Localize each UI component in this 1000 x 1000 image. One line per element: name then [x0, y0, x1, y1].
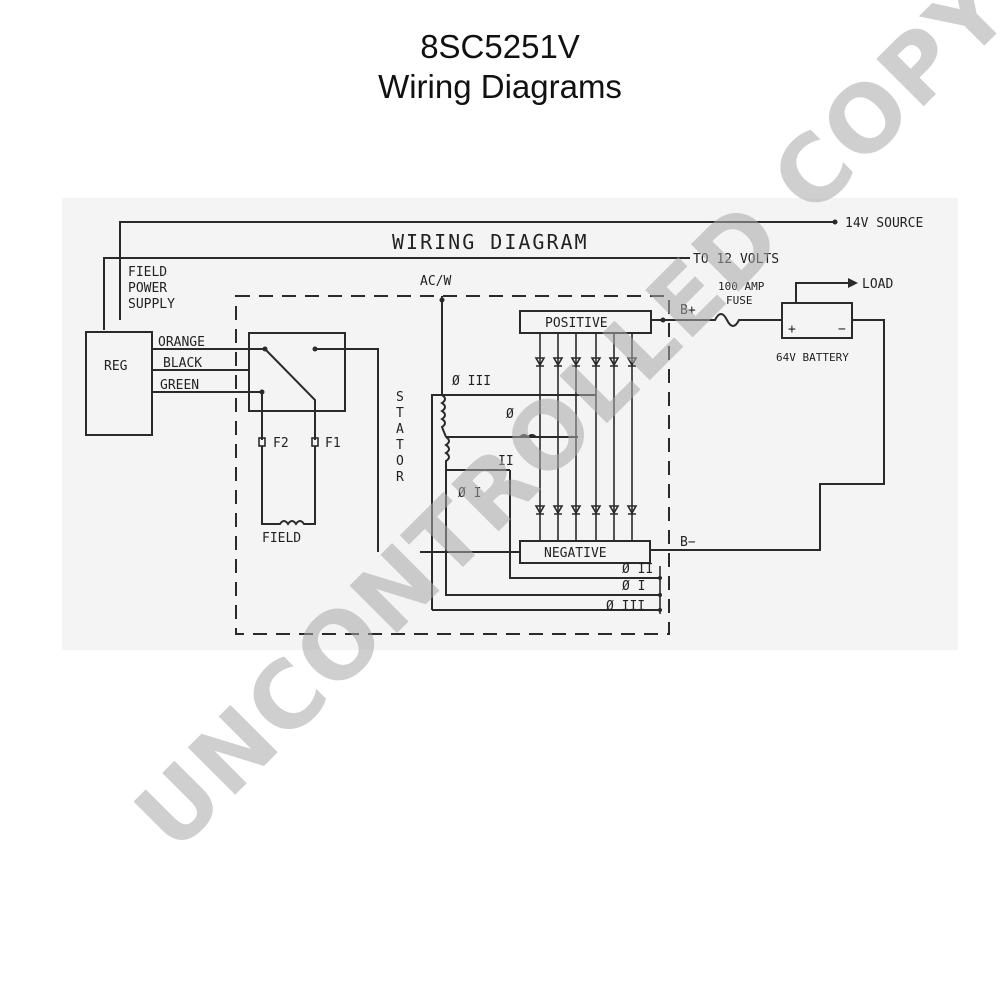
stator-winding — [431, 394, 560, 610]
diode-icon — [626, 357, 638, 367]
load-label: LOAD — [862, 277, 893, 292]
field-power-supply-label-2: POWER — [128, 281, 167, 296]
black-wire-label: BLACK — [163, 356, 202, 371]
diode-icon — [570, 505, 582, 515]
phase-1-label: Ø I — [458, 486, 481, 501]
phase-2-label: Ø — [506, 407, 514, 422]
stator-letter: T — [396, 438, 404, 453]
diode-icon — [534, 357, 546, 367]
phase-3-label: Ø III — [452, 374, 491, 389]
terminal-f2-label: F2 — [273, 436, 289, 451]
diode-icon — [534, 505, 546, 515]
battery-minus-label: − — [838, 322, 846, 337]
stator-letter: O — [396, 454, 404, 469]
source-14v-wire — [119, 221, 835, 320]
out-phase-2-label: Ø II — [622, 562, 653, 577]
source-14v-label: 14V SOURCE — [845, 216, 923, 231]
regulator-box — [85, 331, 153, 436]
stator-letter: A — [396, 422, 404, 437]
diode-icon — [570, 357, 582, 367]
diagram-heading: WIRING DIAGRAM — [392, 230, 589, 254]
orange-wire-label: ORANGE — [158, 335, 205, 350]
diode-icon — [608, 357, 620, 367]
b-plus-wire — [651, 313, 782, 327]
phase-2b-label: II — [498, 454, 514, 469]
terminal-f1-label: F1 — [325, 436, 341, 451]
fuse-label-1: 100 AMP — [718, 280, 765, 293]
field-power-supply-label-1: FIELD — [128, 265, 167, 280]
diode-icon — [552, 357, 564, 367]
battery-plus-label: + — [788, 322, 796, 337]
negative-bar — [519, 540, 651, 564]
b-plus-label: B+ — [680, 303, 696, 318]
battery-label: 64V BATTERY — [776, 351, 849, 364]
field-power-supply-label-3: SUPPLY — [128, 297, 175, 312]
page-title: 8SC5251V — [420, 28, 580, 65]
diode-icon — [590, 357, 602, 367]
out-phase-3-label: Ø III — [606, 599, 645, 614]
stator-letter: R — [396, 470, 404, 485]
load-arrow-icon — [848, 278, 858, 288]
page-subtitle: Wiring Diagrams — [378, 68, 622, 105]
b-minus-label: B− — [680, 535, 696, 550]
negative-label: NEGATIVE — [544, 546, 607, 561]
positive-label: POSITIVE — [545, 316, 608, 331]
green-wire-label: GREEN — [160, 378, 199, 393]
field-coil — [261, 446, 316, 526]
diode-icon — [626, 505, 638, 515]
ac-w-label: AC/W — [420, 274, 451, 289]
diode-icon — [590, 505, 602, 515]
positive-bar — [519, 310, 652, 334]
diode-icon — [552, 505, 564, 515]
b-minus-wire — [650, 319, 885, 551]
supply-12v-wire — [103, 257, 690, 330]
diode-icon — [608, 505, 620, 515]
field-label: FIELD — [262, 531, 301, 546]
stator-letter: T — [396, 406, 404, 421]
out-phase-1-label: Ø I — [622, 579, 645, 594]
diode-array — [534, 333, 638, 541]
fuse-label-2: FUSE — [726, 294, 753, 307]
stator-letter: S — [396, 390, 404, 405]
supply-12v-label: TO 12 VOLTS — [693, 252, 779, 267]
regulator-label: REG — [104, 359, 128, 374]
load-wire — [795, 282, 848, 303]
alternator-enclosure — [235, 295, 670, 635]
field-terminal-box — [248, 332, 346, 412]
